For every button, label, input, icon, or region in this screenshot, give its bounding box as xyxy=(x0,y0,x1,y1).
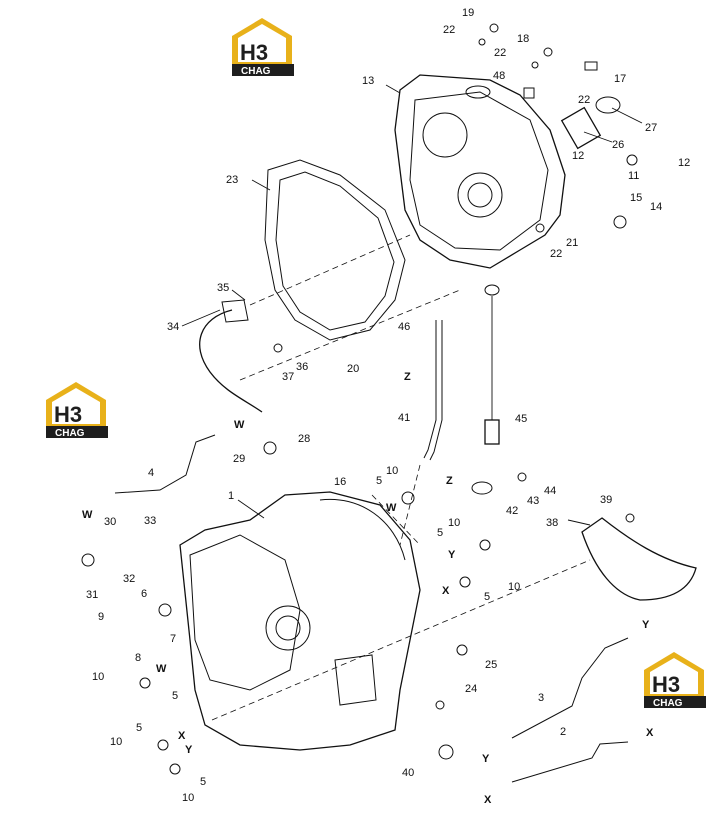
logo-left: H3 CHAG xyxy=(46,382,108,439)
callout-5: 5 xyxy=(172,690,178,702)
callout-22: 22 xyxy=(550,248,562,260)
callout-Y: Y xyxy=(448,549,456,561)
part-3-tube xyxy=(511,637,629,739)
callout-6: 6 xyxy=(141,588,147,600)
part-23-gasket xyxy=(264,159,406,341)
callout-32: 32 xyxy=(123,573,135,585)
callout-44: 44 xyxy=(544,485,556,497)
callout-48: 48 xyxy=(493,70,505,82)
callout-25: 25 xyxy=(485,659,497,671)
callout-7: 7 xyxy=(170,633,176,645)
callout-X: X xyxy=(178,730,186,742)
callout-33: 33 xyxy=(144,515,156,527)
callout-22: 22 xyxy=(578,94,590,106)
callout-10: 10 xyxy=(182,792,194,804)
leader-lines xyxy=(181,84,643,526)
logo-left-small: CHAG xyxy=(55,428,85,439)
callout-10: 10 xyxy=(386,465,398,477)
callout-17: 17 xyxy=(614,73,626,85)
small-fittings xyxy=(81,23,638,775)
part-38-shield xyxy=(581,517,697,601)
callout-9: 9 xyxy=(98,611,104,623)
callout-11: 11 xyxy=(628,170,639,182)
callout-14: 14 xyxy=(650,201,662,213)
callout-23: 23 xyxy=(226,174,238,186)
callout-46: 46 xyxy=(398,321,410,333)
callout-22: 22 xyxy=(494,47,506,59)
callout-10: 10 xyxy=(110,736,122,748)
part-1-main-case xyxy=(179,491,421,751)
callout-8: 8 xyxy=(135,652,141,664)
callout-40: 40 xyxy=(402,767,414,779)
logo-right: H3 CHAG xyxy=(644,652,706,709)
callout-W: W xyxy=(234,419,245,431)
callout-1: 1 xyxy=(228,490,234,502)
logo-left-big: H3 xyxy=(54,402,82,427)
part-34-tube xyxy=(199,299,263,413)
callout-15: 15 xyxy=(630,192,642,204)
callout-W: W xyxy=(156,663,167,675)
callout-X: X xyxy=(484,794,492,806)
callout-5: 5 xyxy=(200,776,206,788)
callout-12: 12 xyxy=(678,157,690,169)
part-4-tube xyxy=(114,434,216,494)
callout-5: 5 xyxy=(484,591,490,603)
callout-24: 24 xyxy=(465,683,477,695)
logo-right-small: CHAG xyxy=(653,698,683,709)
callout-42: 42 xyxy=(506,505,518,517)
callout-X: X xyxy=(646,727,654,739)
callout-Y: Y xyxy=(642,619,650,631)
callout-Z: Z xyxy=(404,371,411,383)
callout-31: 31 xyxy=(86,589,98,601)
callout-5: 5 xyxy=(376,475,382,487)
callout-5: 5 xyxy=(136,722,142,734)
callout-2: 2 xyxy=(560,726,566,738)
callout-Z: Z xyxy=(446,475,453,487)
callout-W: W xyxy=(386,502,397,514)
callout-X: X xyxy=(442,585,450,597)
logo-right-big: H3 xyxy=(652,672,680,697)
callout-45: 45 xyxy=(515,413,527,425)
callout-22: 22 xyxy=(443,24,455,36)
part-45-dipstick xyxy=(484,284,500,445)
callout-5: 5 xyxy=(437,527,443,539)
callout-W: W xyxy=(82,509,93,521)
callout-30: 30 xyxy=(104,516,116,528)
part-13-housing xyxy=(394,74,566,269)
callout-41: 41 xyxy=(398,412,410,424)
callout-18: 18 xyxy=(517,33,529,45)
callout-43: 43 xyxy=(527,495,539,507)
part-2-tube xyxy=(511,741,629,783)
logo-top: H3 CHAG xyxy=(232,18,294,77)
alignment-lines xyxy=(211,234,591,721)
callout-Y: Y xyxy=(482,753,490,765)
callout-26: 26 xyxy=(612,139,624,151)
callout-29: 29 xyxy=(233,453,245,465)
callout-10: 10 xyxy=(92,671,104,683)
part-41-tube xyxy=(423,320,443,461)
callout-21: 21 xyxy=(566,237,578,249)
callout-38: 38 xyxy=(546,517,558,529)
callout-34: 34 xyxy=(167,321,179,333)
logo-top-small: CHAG xyxy=(241,66,271,77)
callout-28: 28 xyxy=(298,433,310,445)
callout-36: 36 xyxy=(296,361,308,373)
logo-top-big: H3 xyxy=(240,40,268,65)
callout-16: 16 xyxy=(334,476,346,488)
callout-37: 37 xyxy=(282,371,294,383)
callout-4: 4 xyxy=(148,467,154,479)
callout-35: 35 xyxy=(217,282,229,294)
callout-39: 39 xyxy=(600,494,612,506)
callout-Y: Y xyxy=(185,744,193,756)
callout-20: 20 xyxy=(347,363,359,375)
callout-10: 10 xyxy=(448,517,460,529)
callout-13: 13 xyxy=(362,75,374,87)
callout-27: 27 xyxy=(645,122,657,134)
callout-12: 12 xyxy=(572,150,584,162)
callout-3: 3 xyxy=(538,692,544,704)
callout-10: 10 xyxy=(508,581,520,593)
callout-19: 19 xyxy=(462,7,474,19)
